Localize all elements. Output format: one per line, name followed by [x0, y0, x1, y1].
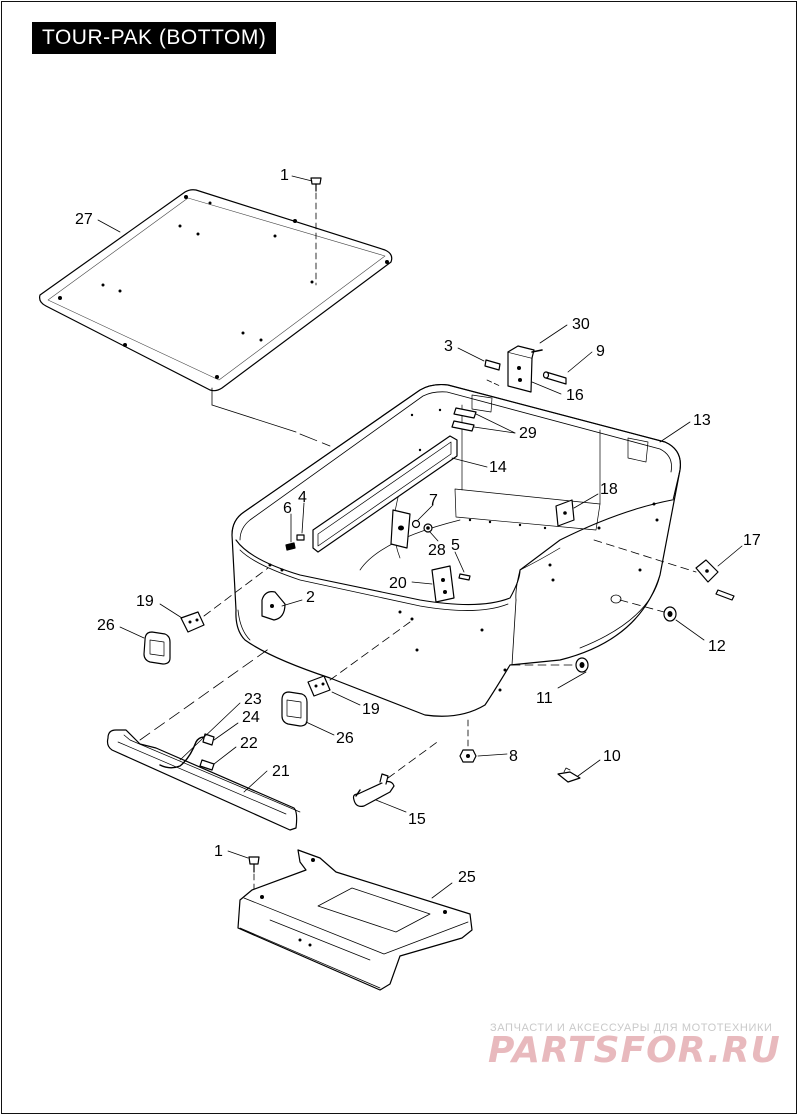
callout-19-right: 19: [362, 701, 380, 718]
callout-27: 27: [75, 211, 93, 228]
bumper-pad-right: [281, 621, 411, 727]
callout-9: 9: [596, 343, 605, 360]
callout-30: 30: [572, 316, 590, 333]
center-fastener: [261, 591, 286, 621]
callout-13: 13: [693, 412, 711, 429]
small-screws-top: [285, 534, 305, 551]
callout-24: 24: [242, 709, 260, 726]
callout-15: 15: [408, 811, 426, 828]
callout-19-left: 19: [136, 593, 154, 610]
callout-3: 3: [444, 338, 453, 355]
callout-16: 16: [566, 387, 584, 404]
inner-latch-plate: [390, 509, 433, 549]
screw-top: [310, 177, 322, 192]
callout-1-bottom: 1: [214, 843, 223, 860]
latch-bracket: [431, 565, 471, 603]
grommet-11: [511, 657, 589, 673]
bumper-pad-left: [143, 567, 269, 665]
callout-2: 2: [306, 589, 315, 606]
flange-nut: [459, 719, 477, 763]
callout-29: 29: [519, 425, 537, 442]
callout-1-top: 1: [280, 167, 289, 184]
callout-28: 28: [428, 542, 446, 559]
rear-light-bar: [106, 647, 301, 831]
callout-7: 7: [429, 492, 438, 509]
hinge-spacers: [451, 407, 477, 432]
callout-20: 20: [389, 575, 407, 592]
callout-8: 8: [509, 748, 518, 765]
callout-17: 17: [743, 532, 761, 549]
hinge-assembly: [484, 345, 567, 393]
callout-23: 23: [244, 691, 262, 708]
callout-6: 6: [283, 500, 292, 517]
grommet-12: [619, 599, 677, 622]
side-latch-plate: [593, 539, 735, 601]
callout-12: 12: [708, 638, 726, 655]
watermark-tagline: ЗАПЧАСТИ И АКСЕССУАРЫ ДЛЯ МОТОТЕХНИКИ: [490, 1022, 773, 1034]
callout-21: 21: [272, 763, 290, 780]
watermark-brand: PARTSFOR.RU: [488, 1030, 781, 1071]
callout-22: 22: [240, 735, 258, 752]
callout-4: 4: [298, 489, 307, 506]
callout-25: 25: [458, 869, 476, 886]
weatherstrip-seal: [312, 435, 458, 553]
callout-5: 5: [451, 537, 460, 554]
callout-26-right: 26: [336, 730, 354, 747]
latch-rod: [352, 739, 441, 807]
callout-26-left: 26: [97, 617, 115, 634]
diagram-title: TOUR-PAK (BOTTOM): [32, 22, 277, 54]
callout-leaders: [97, 175, 743, 899]
small-clip: [557, 767, 581, 783]
rear-bracket: [555, 499, 575, 527]
light-wiring: [159, 733, 215, 771]
lid-liner-plate: [39, 189, 393, 392]
callout-labels: 1 27 3 30 9 16 29 13 14 6 4 7 28 5 18 17…: [75, 167, 761, 886]
callout-10: 10: [603, 748, 621, 765]
callout-14: 14: [489, 459, 507, 476]
mounting-base-plate: [237, 849, 473, 991]
callout-11: 11: [536, 690, 553, 707]
tour-pak-box: [231, 383, 682, 717]
callout-18: 18: [600, 481, 618, 498]
